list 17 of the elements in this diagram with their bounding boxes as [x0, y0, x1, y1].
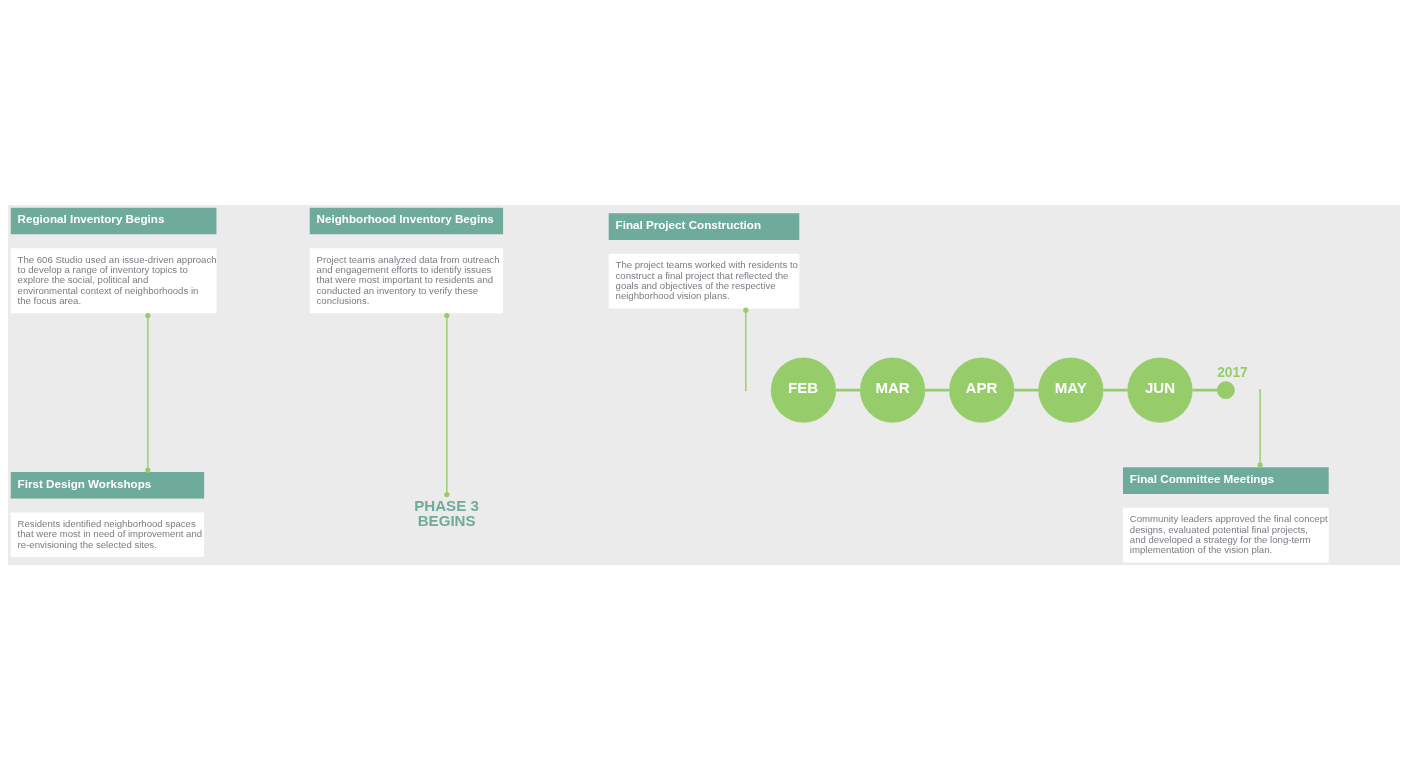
connector — [1192, 388, 1218, 392]
node-circle: APR — [949, 357, 1015, 423]
connector — [1014, 388, 1039, 392]
node-circle: MAY — [1038, 357, 1104, 423]
connector — [924, 388, 950, 392]
node-label: 2017 — [1217, 364, 1248, 380]
connector — [145, 312, 151, 473]
connector — [444, 312, 450, 498]
node-circle: FEB — [770, 357, 836, 423]
connector — [1103, 388, 1128, 392]
node-text: PHASE 3 BEGINS — [414, 496, 479, 529]
node-circle: JUN — [1127, 357, 1193, 423]
node-circle: MAR — [860, 357, 926, 423]
node-circle — [1216, 381, 1235, 400]
connector — [1259, 390, 1261, 464]
connector — [835, 388, 861, 392]
connector — [745, 311, 747, 390]
